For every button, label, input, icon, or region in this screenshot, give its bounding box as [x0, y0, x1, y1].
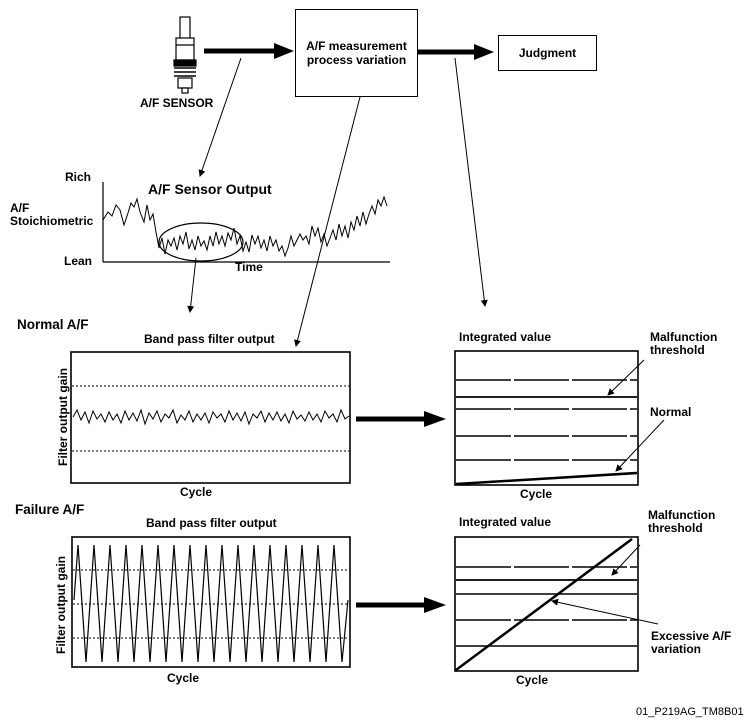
failure-excess-callout-1: Excessive A/F [651, 629, 732, 643]
normal-integrated-trace [455, 471, 638, 486]
sensor-output-plot [102, 182, 390, 263]
sensor-output-title: A/F Sensor Output [148, 181, 272, 197]
normal-bpf-y-label: Filter output gain [56, 368, 70, 466]
af-sensor-icon [173, 16, 197, 94]
failure-int-title: Integrated value [459, 515, 552, 529]
highlight-ellipse [158, 222, 244, 262]
normal-bpf-trace [72, 408, 350, 426]
y-label-lean: Lean [64, 254, 93, 268]
connector-to-band [187, 257, 197, 313]
failure-bpf-plot [71, 536, 351, 668]
sensor-output-trace [102, 195, 388, 258]
normal-int-title: Integrated value [459, 330, 552, 344]
failure-threshold-callout-1: Malfunction [648, 508, 716, 522]
judgment-label: Judgment [518, 46, 577, 60]
normal-callout: Normal [650, 405, 692, 419]
sensor-label: A/F SENSOR [140, 96, 214, 110]
process-box-line-1: A/F measurement [306, 39, 407, 53]
failure-int-x-label: Cycle [516, 673, 549, 687]
normal-heading: Normal A/F [17, 317, 89, 332]
normal-threshold-callout-1: Malfunction [650, 330, 718, 344]
failure-heading: Failure A/F [15, 502, 85, 517]
normal-int-x-label: Cycle [520, 487, 553, 501]
failure-bpf-title: Band pass filter output [146, 516, 277, 530]
judgment-box: Judgment [498, 35, 597, 71]
connector-to-normal-integrated [454, 57, 488, 307]
failure-excess-callout-2: variation [651, 642, 702, 656]
failure-bpf-x-label: Cycle [167, 671, 200, 685]
failure-bpf-trace [73, 544, 349, 663]
failure-integrated-plot [454, 536, 659, 672]
connector-to-normal-bpf [294, 96, 361, 347]
x-label-time: Time [235, 260, 263, 274]
y-label-af: A/F [10, 201, 30, 215]
normal-bpf-title: Band pass filter output [144, 332, 275, 346]
normal-bpf-plot [70, 351, 351, 484]
figure-id: 01_P219AG_TM8B01 [636, 706, 744, 718]
normal-flow-arrow [356, 411, 446, 427]
failure-threshold-callout-2: threshold [648, 521, 703, 535]
failure-bpf-y-label: Filter output gain [54, 556, 68, 654]
failure-integrated-trace [455, 537, 633, 672]
process-box-line-2: process variation [306, 53, 407, 67]
connector-to-sensor-output [198, 57, 242, 177]
normal-integrated-plot [454, 350, 665, 486]
flow-arrow-process-to-judgment [418, 44, 494, 60]
y-label-stoichiometric: Stoichiometric [10, 214, 94, 228]
normal-threshold-callout-2: threshold [650, 343, 705, 357]
flow-arrow-sensor-to-process [204, 43, 294, 59]
normal-bpf-x-label: Cycle [180, 485, 213, 499]
failure-flow-arrow [356, 597, 446, 613]
process-variation-box: A/F measurement process variation [295, 9, 418, 97]
y-label-rich: Rich [65, 170, 92, 184]
